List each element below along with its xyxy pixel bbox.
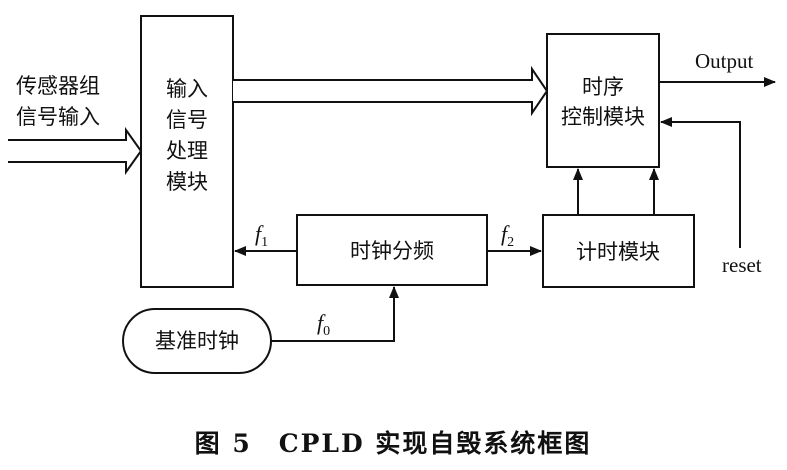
f1-label: f1 bbox=[255, 221, 268, 250]
reset-label: reset bbox=[722, 253, 762, 277]
f0-label: f0 bbox=[317, 310, 330, 339]
clock-divider-block bbox=[296, 214, 488, 286]
input-processing-label-1: 输入 bbox=[166, 77, 208, 101]
f0-arrow bbox=[271, 286, 399, 342]
input-label-line-2: 信号输入 bbox=[16, 105, 100, 129]
timing-control-label-1: 时序 bbox=[582, 75, 624, 99]
output-label: Output bbox=[695, 49, 754, 73]
timing-control-label-2: 控制模块 bbox=[561, 105, 645, 129]
input-processing-label-2: 信号 bbox=[166, 108, 208, 132]
f2-label: f2 bbox=[501, 221, 514, 250]
sensor-input-arrow bbox=[8, 126, 143, 176]
input-label-line-1: 传感器组 bbox=[16, 74, 100, 98]
timer-label: 计时模块 bbox=[576, 240, 660, 264]
timing-control-block bbox=[546, 33, 660, 168]
timer-block bbox=[542, 214, 695, 288]
reference-clock-label: 基准时钟 bbox=[155, 329, 239, 353]
input-processing-block bbox=[140, 15, 234, 288]
reset-arrow bbox=[660, 117, 741, 248]
clock-divider-label: 时钟分频 bbox=[350, 239, 434, 263]
processing-to-control-arrow bbox=[233, 65, 549, 117]
figure-caption: 图 5 CPLD 实现自毁系统框图 bbox=[195, 429, 592, 458]
input-processing-label-4: 模块 bbox=[166, 170, 208, 194]
input-processing-label-3: 处理 bbox=[166, 139, 208, 163]
